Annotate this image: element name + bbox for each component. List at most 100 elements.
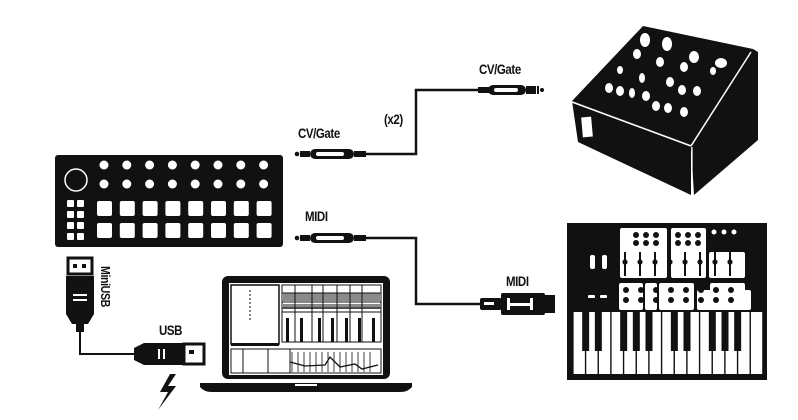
controller-pad xyxy=(188,201,204,216)
controller-pad xyxy=(97,223,112,238)
modular-knob xyxy=(616,86,624,96)
synth-jack xyxy=(638,297,644,303)
controller-pad xyxy=(233,223,249,238)
controller-pad xyxy=(142,223,158,238)
midi-cable xyxy=(294,233,555,315)
synth-black-key xyxy=(721,312,729,351)
modular-knob xyxy=(689,51,699,63)
controller-function-button xyxy=(67,222,74,229)
modular-knob xyxy=(680,107,688,117)
synth-slider-cap xyxy=(712,259,718,265)
modular-knob xyxy=(642,91,650,101)
synth-white-key xyxy=(598,312,611,374)
synth-jack xyxy=(653,297,659,303)
controller-function-button xyxy=(77,233,84,240)
synth-jack xyxy=(683,297,689,303)
synth-keyboard xyxy=(573,312,763,374)
controller-knob xyxy=(213,160,223,170)
synth-black-key xyxy=(582,312,590,351)
controller-knob xyxy=(145,160,155,170)
synth-white-key xyxy=(624,312,636,374)
synth-jack xyxy=(643,240,649,246)
synth-jack xyxy=(695,240,701,246)
synth-white-key xyxy=(687,312,699,374)
synth-slider-cap xyxy=(727,259,733,265)
usb-cable xyxy=(66,256,206,410)
controller-knob xyxy=(167,160,177,170)
daw-meter xyxy=(358,318,361,342)
daw-device-area xyxy=(230,348,382,374)
daw-meter xyxy=(318,318,321,342)
modular-knob xyxy=(693,86,701,96)
synth-module-panel xyxy=(619,283,643,310)
synth-jack xyxy=(653,240,659,246)
controller-knob xyxy=(122,179,132,189)
daw-meter xyxy=(300,318,303,342)
usb-wire xyxy=(79,332,134,355)
synth-white-key xyxy=(712,312,725,374)
synth-black-key xyxy=(734,312,742,351)
lightning-icon xyxy=(158,374,176,410)
synth-slider-cap xyxy=(667,259,673,265)
synth-module-panel xyxy=(709,252,745,278)
daw-meter xyxy=(286,318,289,342)
controller-function-button xyxy=(67,200,74,207)
modular-knob xyxy=(639,73,645,83)
controller-pad xyxy=(188,223,204,238)
daw-meter xyxy=(372,318,375,342)
multiplier-label: (x2) xyxy=(384,111,403,127)
synth-jack xyxy=(675,240,681,246)
synth-slider-cap xyxy=(697,259,703,265)
laptop-base xyxy=(200,383,412,392)
cv-wire xyxy=(366,88,480,156)
synth-module-panel xyxy=(659,283,694,310)
daw-meter xyxy=(331,318,334,342)
modular-knob xyxy=(662,37,672,51)
cv-jack-tip xyxy=(294,151,300,157)
controller-main-knob xyxy=(64,168,88,192)
synth-jack xyxy=(728,297,734,303)
modular-knob xyxy=(678,85,686,95)
synth-jack xyxy=(643,232,649,238)
keyboard-synth-device xyxy=(567,223,767,380)
synth-white-key xyxy=(649,312,661,374)
synth-panels xyxy=(588,228,751,310)
controller-device xyxy=(55,155,283,247)
synth-button xyxy=(600,295,607,298)
synth-jack xyxy=(653,287,659,293)
modular-knob xyxy=(633,49,641,59)
synth-slider-cap xyxy=(622,259,628,265)
controller-knob xyxy=(99,179,109,189)
synth-white-key xyxy=(750,312,763,374)
synth-white-key xyxy=(700,312,712,374)
synth-jack xyxy=(675,232,681,238)
synth-white-key xyxy=(586,312,598,374)
controller-knob xyxy=(122,160,132,170)
controller-pad xyxy=(256,201,272,216)
mini-usb-plug-tip xyxy=(66,256,94,276)
laptop-device xyxy=(200,276,412,392)
daw-track-row xyxy=(282,293,381,301)
controller-knob xyxy=(213,179,223,189)
controller-knob xyxy=(236,160,246,170)
synth-white-key xyxy=(573,312,585,374)
synth-wheel xyxy=(590,255,595,269)
synth-module-panel xyxy=(697,290,751,310)
controller-pad xyxy=(233,201,249,216)
synth-jack xyxy=(695,232,701,238)
modular-knob xyxy=(656,57,664,67)
synth-jack xyxy=(668,287,674,293)
synth-jack xyxy=(685,240,691,246)
synth-jack xyxy=(685,232,691,238)
controller-function-button xyxy=(67,211,74,218)
controller-pad xyxy=(165,201,181,216)
synth-jack xyxy=(728,287,734,293)
modular-knob xyxy=(664,103,672,113)
synth-led xyxy=(731,229,737,235)
synth-jack xyxy=(668,297,674,303)
controller-knob xyxy=(145,179,155,189)
midi-wire xyxy=(366,236,480,306)
modular-knob xyxy=(629,88,635,98)
synth-white-key xyxy=(738,312,750,374)
